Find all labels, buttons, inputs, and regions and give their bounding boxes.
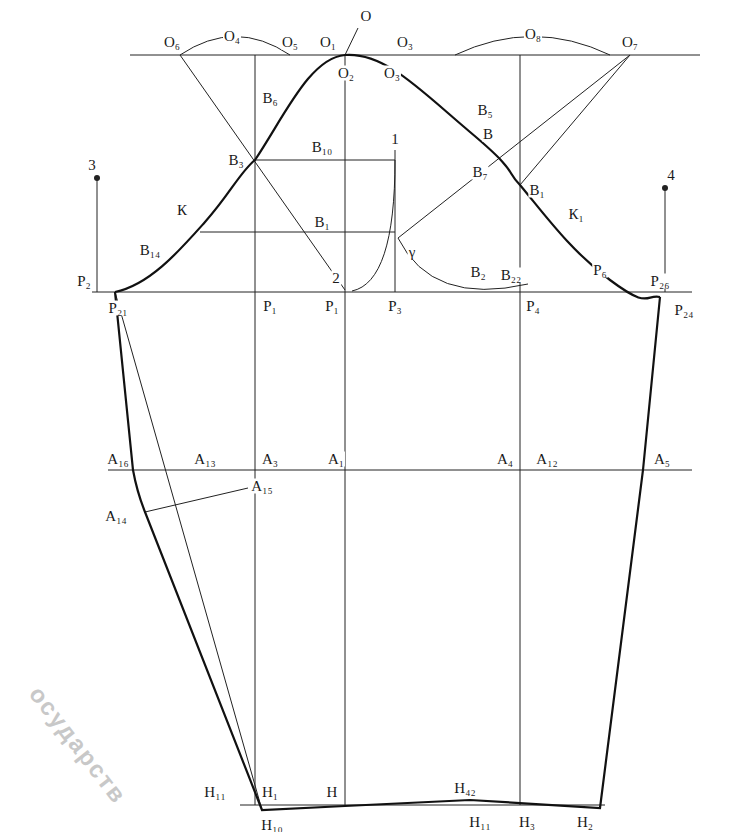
- diagonal-line: [398, 55, 630, 238]
- point-label: Н₁₁: [203, 785, 226, 800]
- point-label: Н₄₂: [453, 781, 476, 796]
- diagonal-line: [520, 55, 630, 185]
- point-label: А₄: [496, 452, 514, 467]
- point-label: В₆: [261, 91, 278, 106]
- point-label: А₁₆: [106, 452, 129, 467]
- point-label: Н₂: [576, 815, 594, 830]
- point-label: В₂: [469, 265, 486, 280]
- point-label: Р₂₆: [650, 274, 671, 289]
- sleeve-contour: [115, 292, 660, 810]
- point-label: В₇: [471, 165, 488, 180]
- point-label: А₁: [327, 452, 345, 467]
- point-label: 4: [666, 168, 676, 183]
- point-label: Р₄: [525, 299, 541, 314]
- point-label: О₃: [396, 35, 414, 50]
- point-label: К₁: [567, 207, 584, 222]
- point-label: О₃: [383, 66, 401, 81]
- point-label: А₅: [653, 452, 671, 467]
- point-label: Р₁: [262, 299, 278, 314]
- point-label: Н₁₀: [260, 818, 283, 832]
- point-label: А₃: [261, 452, 279, 467]
- point-label: В₅: [476, 103, 493, 118]
- point-label: Р₁: [324, 299, 340, 314]
- diagonal-line: [180, 55, 345, 290]
- point-label: γ: [408, 245, 417, 260]
- construction-lines: [92, 28, 700, 810]
- point-label: О₄: [223, 29, 241, 44]
- point-label: О₇: [621, 35, 639, 50]
- point-label: Н₃: [518, 815, 536, 830]
- horizontal-line: [255, 160, 395, 161]
- point-label: В₁: [313, 215, 330, 230]
- point-label: 3: [87, 158, 97, 173]
- point-label: А₁₄: [104, 509, 127, 524]
- sleeve-outline: [115, 55, 660, 810]
- point-label: О₅: [281, 35, 299, 50]
- point-label: В₃: [227, 153, 244, 168]
- point-label: О₈: [524, 27, 542, 42]
- point-label: О: [360, 9, 373, 24]
- arc: [398, 238, 528, 289]
- vertical-line: [97, 178, 98, 292]
- vertical-line: [255, 55, 256, 805]
- point-label: А₁₂: [535, 452, 558, 467]
- point-label: В₁: [528, 183, 545, 198]
- arc: [352, 160, 395, 291]
- elbow-line: [108, 470, 692, 471]
- point-label: В₁₄: [139, 243, 161, 258]
- point-label: А₁₃: [193, 452, 216, 467]
- point-label: Н: [326, 785, 339, 800]
- watermark: осударств: [24, 681, 131, 809]
- point-label: Р₆: [592, 263, 608, 278]
- point-label: О₁: [319, 35, 337, 50]
- tick-line: [345, 28, 358, 55]
- point-label: В₁₀: [311, 140, 333, 155]
- point-label: 1: [390, 132, 400, 147]
- point-label: Р₃: [387, 299, 403, 314]
- point-label: Н₁: [261, 785, 279, 800]
- elbow-dart-line: [145, 488, 248, 512]
- point-label: Н₁₁: [468, 815, 491, 830]
- vertical-line: [345, 55, 346, 805]
- diagonal-line: [115, 292, 262, 810]
- vertical-line: [520, 55, 521, 805]
- sleeve-cap-curve: [115, 55, 660, 299]
- point-label: В: [482, 127, 494, 142]
- point-label: 2: [331, 271, 341, 286]
- point-label: Р₂₁: [108, 301, 129, 316]
- point-dot: [94, 175, 100, 181]
- point-label: А₁₅: [250, 479, 273, 494]
- armhole-line: [92, 292, 692, 293]
- horizontal-line: [200, 232, 395, 233]
- point-label: Р₂: [76, 274, 92, 289]
- point-label: О₂: [337, 66, 355, 81]
- point-label: О₆: [163, 35, 181, 50]
- point-dot: [662, 185, 668, 191]
- point-label: К: [176, 203, 188, 218]
- top-line: [130, 55, 700, 56]
- point-label: Р₂₄: [674, 303, 695, 318]
- point-label: В₂₂: [500, 268, 522, 283]
